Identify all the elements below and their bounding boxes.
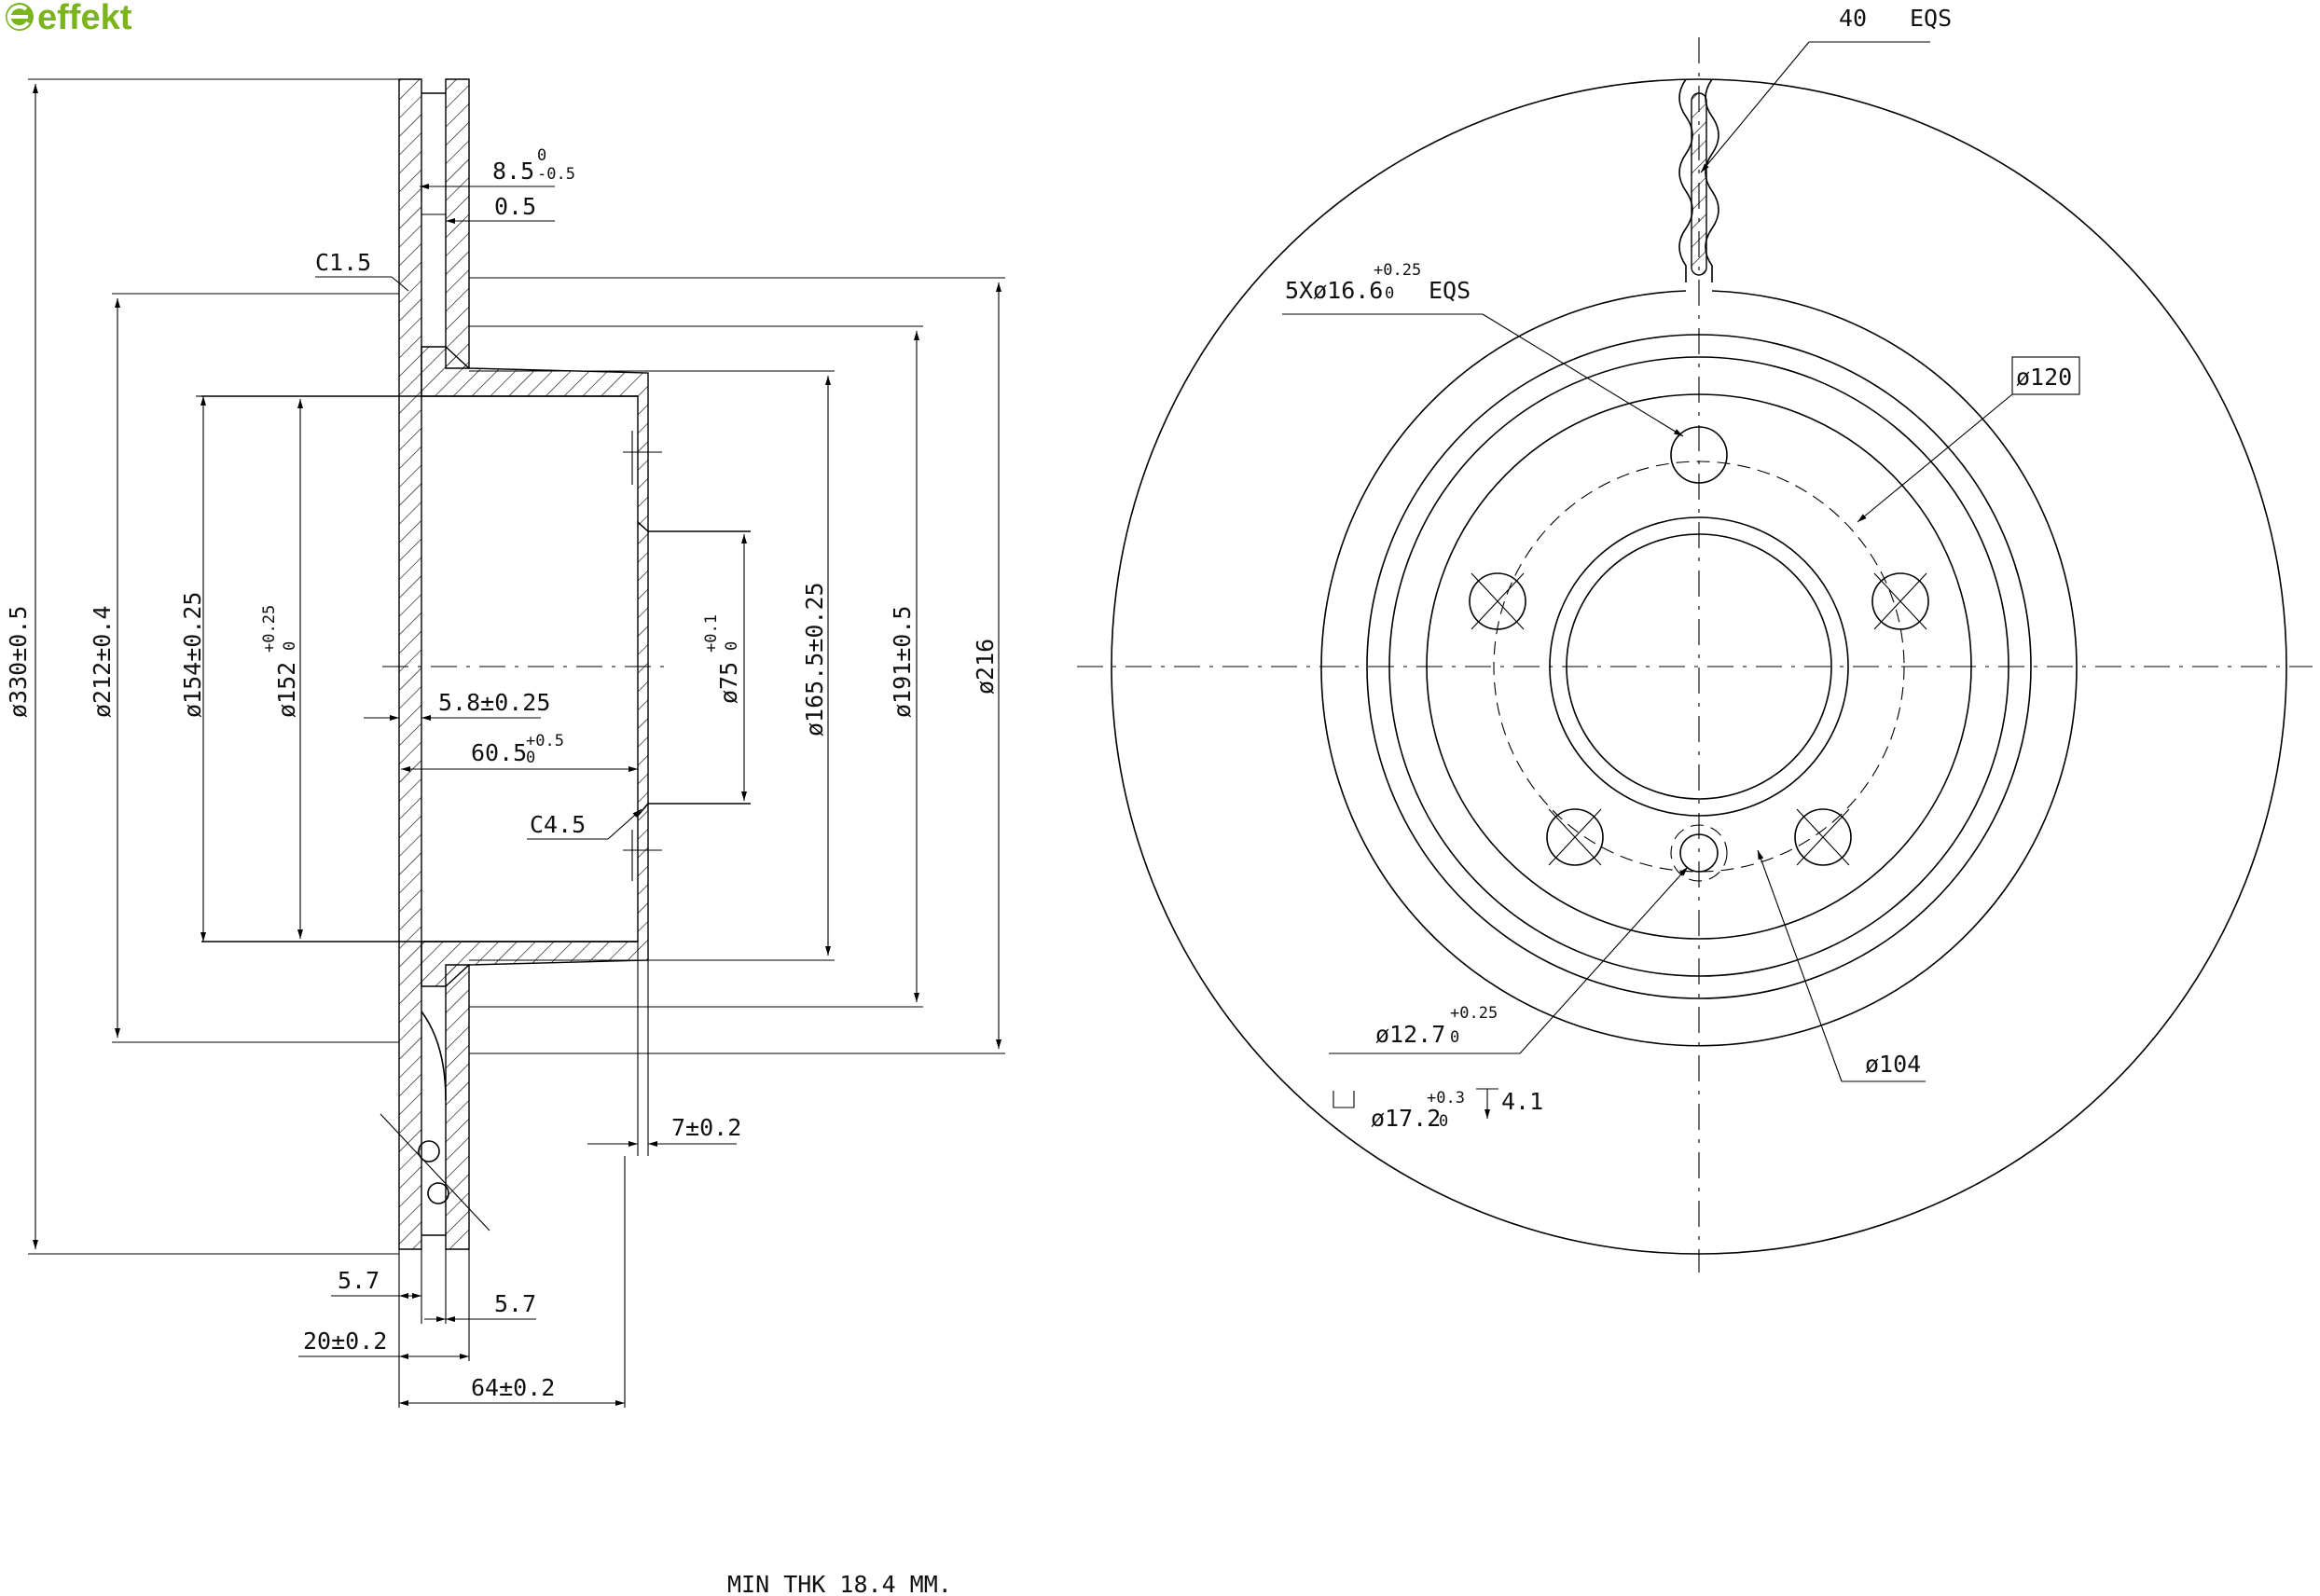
bolt-hole [1794,808,1852,866]
dim-8-5-tol-up: 0 [537,146,546,165]
dim-40: 40 [1839,5,1867,32]
hat-top-plate [637,520,649,818]
dim-diam-191: ø191±0.5 [889,606,916,718]
chamfer-c4-5: C4.5 [530,811,586,838]
front-view: 40 EQS 5Xø16.6 +0.25 0 EQS ø120 ø12.7 +0… [1077,5,2313,1273]
dim-0-5: 0.5 [494,193,536,220]
counterbore-symbol [1333,1091,1355,1108]
dim-diam-12-7-tol-up: +0.25 [1450,1004,1498,1023]
dim-5-7-left: 5.7 [338,1267,380,1294]
logo-text: effekt [37,0,132,37]
friction-ring-outer-upper [398,78,422,1250]
dim-60-5: 60.5 [471,739,527,766]
dim-diam-75-tol-low: 0 [723,641,741,651]
bolt-hole [1670,426,1728,484]
dim-diam-152-tol-low: 0 [281,641,299,651]
dim-diam-12-7: ø12.7 [1375,1021,1445,1048]
dim-diam-165: ø165.5±0.25 [801,582,828,736]
bolt-hole-tol-up: +0.25 [1374,261,1421,280]
dim-8-5-tol-low: -0.5 [537,165,575,184]
bolt-hole [1546,808,1604,866]
counterbore-tol-low: 0 [1439,1112,1448,1131]
dim-diam-12-7-tol-low: 0 [1450,1028,1459,1047]
min-thickness-note: MIN THK 18.4 MM. [727,1571,952,1596]
dim-60-5-tol-up: +0.5 [526,732,564,750]
counterbore-depth: 4.1 [1501,1088,1543,1115]
bolt-hole-callout: 5Xø16.6 [1285,277,1383,304]
dim-60-5-tol-low: 0 [526,749,535,767]
counterbore-diam: ø17.2 [1371,1105,1441,1132]
friction-inner-edge [1320,290,2078,1047]
disc-outer-edge [1111,78,2287,1255]
dim-diam-212: ø212±0.4 [89,606,116,718]
dim-5-7-right: 5.7 [494,1290,536,1317]
dim-64: 64±0.2 [471,1374,555,1401]
bolt-hole-eqs: EQS [1429,277,1471,304]
dim-pcd-120: ø120 [2016,364,2072,391]
bolt-holes [1469,426,1929,866]
dim-diam-216: ø216 [972,639,999,695]
dim-pcd-104: ø104 [1865,1051,1921,1078]
effekt-logo: effekt [6,0,132,37]
dim-diam-330: ø330±0.5 [5,606,32,718]
dim-diam-154: ø154±0.25 [179,592,206,718]
dim-diam-152: ø152 [273,662,300,718]
dim-20: 20±0.2 [303,1328,387,1355]
dim-7: 7±0.2 [671,1114,741,1141]
side-section-view: ø330±0.5 ø212±0.4 ø154±0.25 ø152 +0.25 0… [5,78,1005,1408]
dim-5-8: 5.8±0.25 [438,689,550,716]
bolt-hole-tol-low: 0 [1385,284,1394,303]
dim-diam-152-tol-up: +0.25 [260,605,279,653]
dim-40-eqs: EQS [1910,5,1952,32]
counterbore [1670,824,1728,882]
locating-hole [1679,833,1719,873]
dim-diam-75-tol-up: +0.1 [702,614,721,653]
friction-ring-inner-upper [445,78,470,369]
dim-diam-75: ø75 [715,662,742,704]
hat-section-upper [421,346,649,533]
bolt-hole [1469,572,1526,630]
bolt-hole [1871,572,1929,630]
friction-ring-inner-lower [445,964,470,1250]
counterbore-tol-up: +0.3 [1427,1089,1465,1108]
chamfer-c1-5: C1.5 [315,249,371,276]
dim-8-5: 8.5 [492,158,534,185]
